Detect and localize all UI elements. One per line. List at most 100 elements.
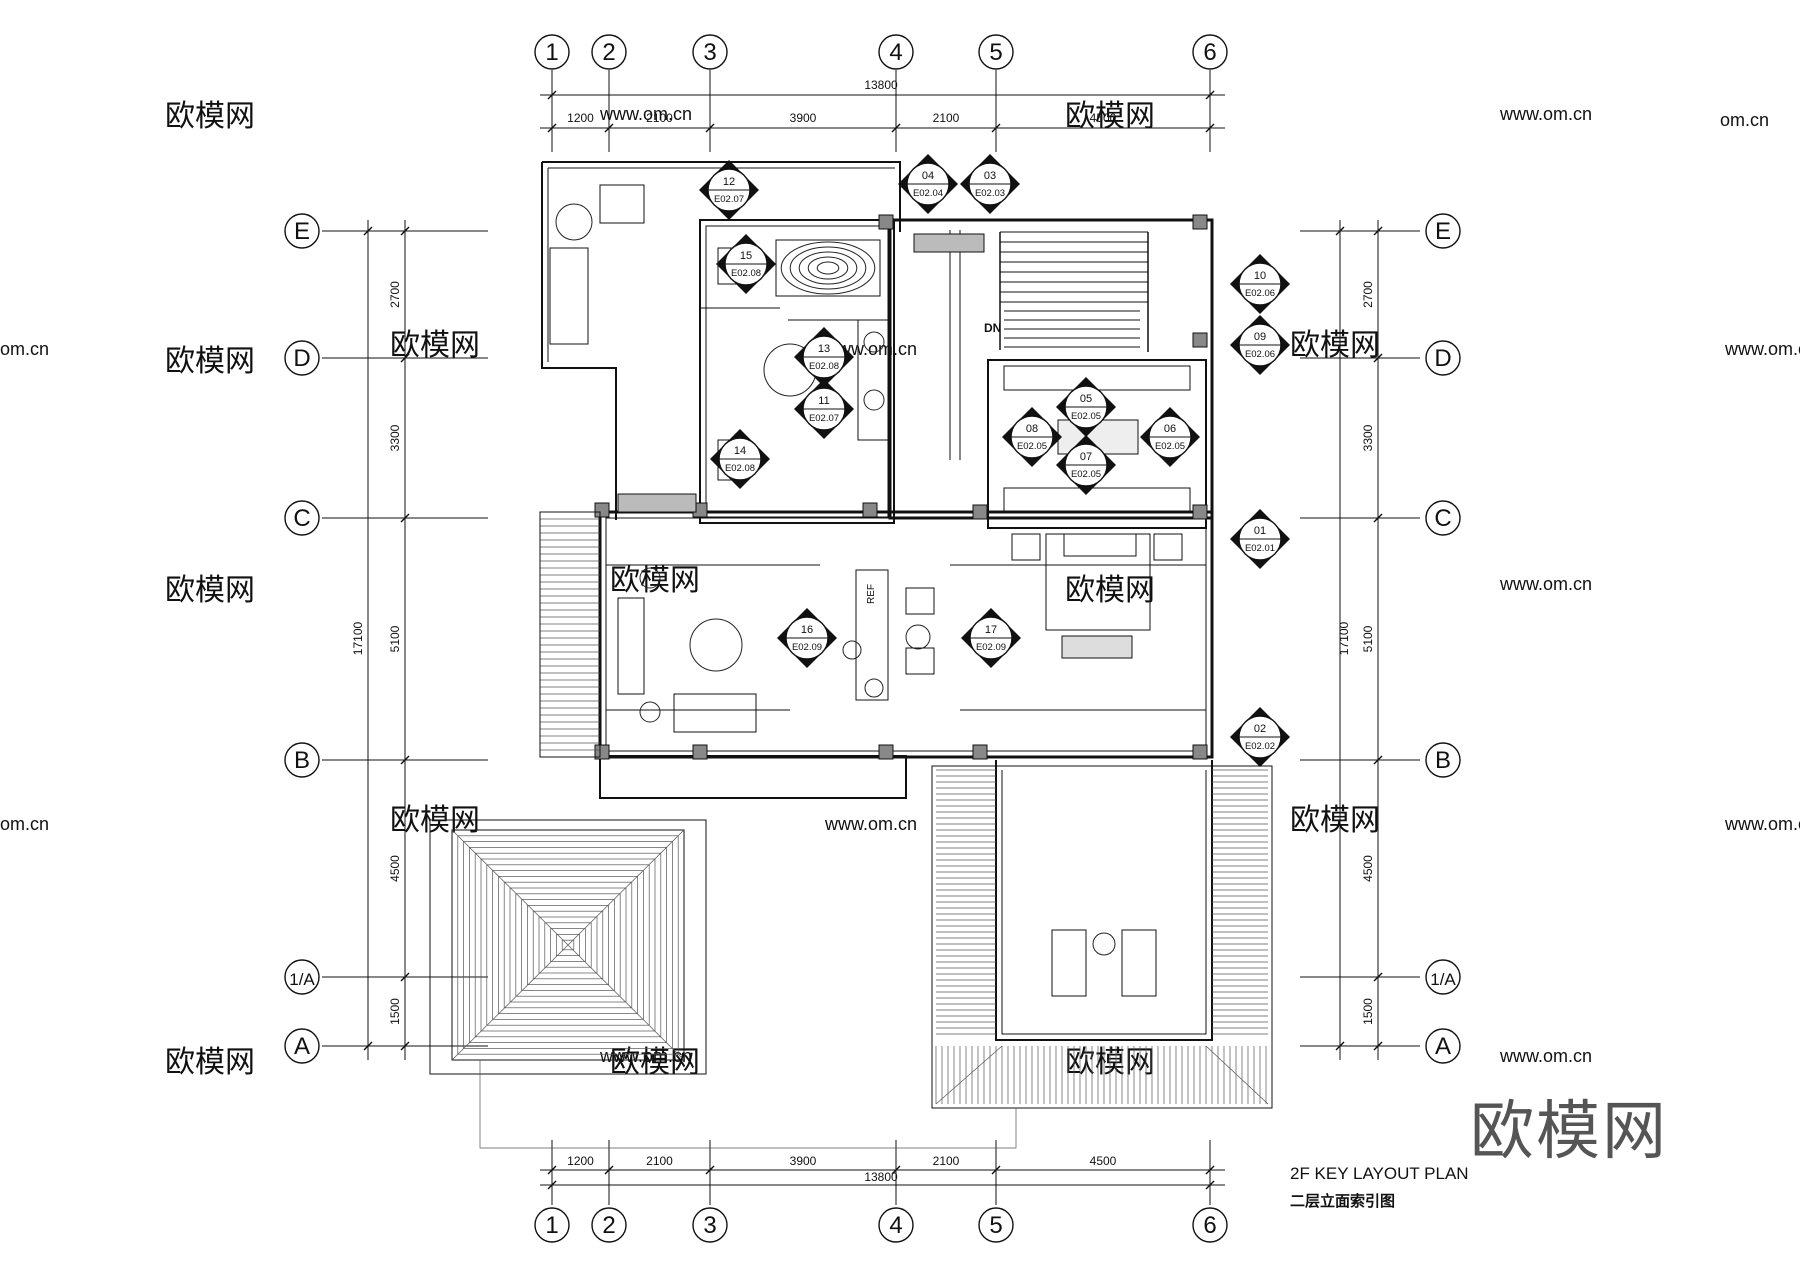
grid-bubble-row-left: 1/A bbox=[284, 959, 320, 995]
grid-bubble-circle bbox=[591, 34, 627, 70]
elevation-marker-number: 12 bbox=[723, 176, 735, 188]
roof-course bbox=[515, 893, 621, 997]
nightstand bbox=[1153, 533, 1183, 561]
dimension-lines bbox=[363, 90, 1383, 1190]
watermark-url: om.cn bbox=[1720, 110, 1769, 130]
grid-bubble-label: E bbox=[1435, 218, 1451, 245]
roof-hip bbox=[935, 1045, 1003, 1105]
grid-bubble-circle bbox=[534, 34, 570, 70]
elevation-marker-sheet: E02.05 bbox=[1017, 441, 1047, 452]
structural-column bbox=[692, 744, 708, 760]
grid-bubble-col-bottom: 5 bbox=[978, 1207, 1014, 1243]
decorative-pattern bbox=[816, 261, 840, 275]
wall-bath-partition bbox=[699, 219, 895, 524]
elevation-marker-number: 05 bbox=[1080, 393, 1092, 405]
structural-column bbox=[594, 502, 610, 518]
grid-bubble-circle bbox=[978, 34, 1014, 70]
dim-segment-top: 2100 bbox=[933, 111, 960, 125]
grid-bubble-label: D bbox=[293, 345, 310, 372]
dim-segment-right: 5100 bbox=[1361, 625, 1375, 652]
structural-column bbox=[972, 744, 988, 760]
elevation-marker-number: 06 bbox=[1164, 423, 1176, 435]
grid-bubble-row-left: C bbox=[284, 500, 320, 536]
drawing-subtitle: 二层立面索引图 bbox=[1290, 1192, 1396, 1210]
structural-column bbox=[594, 744, 610, 760]
grid-bubble-circle bbox=[1425, 1028, 1461, 1064]
grid-bubble-col-bottom: 1 bbox=[534, 1207, 570, 1243]
elevation-marker-sheet: E02.03 bbox=[975, 188, 1005, 199]
dim-segment-right: 3300 bbox=[1361, 424, 1375, 451]
grid-bubble-circle bbox=[284, 742, 320, 778]
watermark-url: www.om.cn bbox=[1499, 574, 1592, 594]
grid-bubble-label: 3 bbox=[703, 1212, 716, 1239]
elevation-marker-number: 15 bbox=[740, 250, 752, 262]
bar-table bbox=[905, 624, 931, 650]
grid-bubble-col-top: 1 bbox=[534, 34, 570, 70]
roof-course bbox=[469, 847, 667, 1043]
roof-eave bbox=[429, 819, 707, 1075]
grid-bubble-col-top: 4 bbox=[878, 34, 914, 70]
roof-course bbox=[457, 835, 679, 1055]
grid-bubble-label: D bbox=[1434, 345, 1451, 372]
structural-column bbox=[972, 504, 988, 520]
drawing-title: 2F KEY LAYOUT PLAN bbox=[1290, 1164, 1469, 1183]
roof-course bbox=[463, 841, 673, 1049]
grid-bubble-col-top: 3 bbox=[692, 34, 728, 70]
grid-bubble-circle bbox=[1425, 340, 1461, 376]
grid-bubble-label: 2 bbox=[602, 1212, 615, 1239]
grid-bubble-label: E bbox=[294, 218, 310, 245]
structural-column bbox=[1192, 744, 1208, 760]
dim-segment-top: 1200 bbox=[567, 111, 594, 125]
elevation-marker-number: 13 bbox=[818, 343, 830, 355]
bar-chair bbox=[905, 587, 935, 615]
roof-outline bbox=[451, 829, 685, 1061]
wall-closet bbox=[987, 359, 1207, 529]
roof-course bbox=[486, 864, 650, 1026]
dim-segment-left: 3300 bbox=[388, 424, 402, 451]
stool bbox=[842, 640, 862, 660]
wall-north bbox=[542, 161, 901, 232]
dim-segment-left: 1500 bbox=[388, 998, 402, 1025]
grid-bubble-row-right: E bbox=[1425, 213, 1461, 249]
watermark-cn: 欧模网 bbox=[165, 574, 255, 607]
grid-bubble-circle bbox=[284, 959, 320, 995]
grid-bubble-circle bbox=[1425, 742, 1461, 778]
dim-segment-left: 4500 bbox=[388, 855, 402, 882]
elevation-marker-number: 10 bbox=[1254, 270, 1266, 282]
grid-bubble-col-top: 5 bbox=[978, 34, 1014, 70]
staircase bbox=[999, 231, 1149, 352]
elevation-marker-sheet: E02.05 bbox=[1071, 469, 1101, 480]
roof-course bbox=[527, 905, 609, 985]
grid-bubble-label: 2 bbox=[602, 39, 615, 66]
dim-segment-right: 4500 bbox=[1361, 855, 1375, 882]
roof-hatching bbox=[429, 511, 1273, 1149]
grid-bubble-label: A bbox=[294, 1033, 310, 1060]
watermark-cn: 欧模网 bbox=[1290, 329, 1380, 362]
dim-segment-bottom: 3900 bbox=[790, 1154, 817, 1168]
watermark-layer: 欧模网欧模网欧模网欧模网欧模网欧模网欧模网欧模网欧模网欧模网欧模网欧模网欧模网w… bbox=[0, 100, 1800, 1079]
grid-bubble-circle bbox=[284, 340, 320, 376]
elevation-marker-number: 08 bbox=[1026, 423, 1038, 435]
roof-course bbox=[538, 916, 598, 974]
elevation-marker-sheet: E02.09 bbox=[976, 642, 1006, 653]
watermark-url: www.om.cn bbox=[1724, 339, 1800, 359]
grid-bubble-circle bbox=[1425, 213, 1461, 249]
roof-course bbox=[556, 934, 580, 956]
elevation-marker-number: 03 bbox=[984, 170, 996, 182]
elevation-marker-number: 09 bbox=[1254, 331, 1266, 343]
pillows bbox=[1063, 533, 1137, 557]
grid-bubble-circle bbox=[1192, 1207, 1228, 1243]
